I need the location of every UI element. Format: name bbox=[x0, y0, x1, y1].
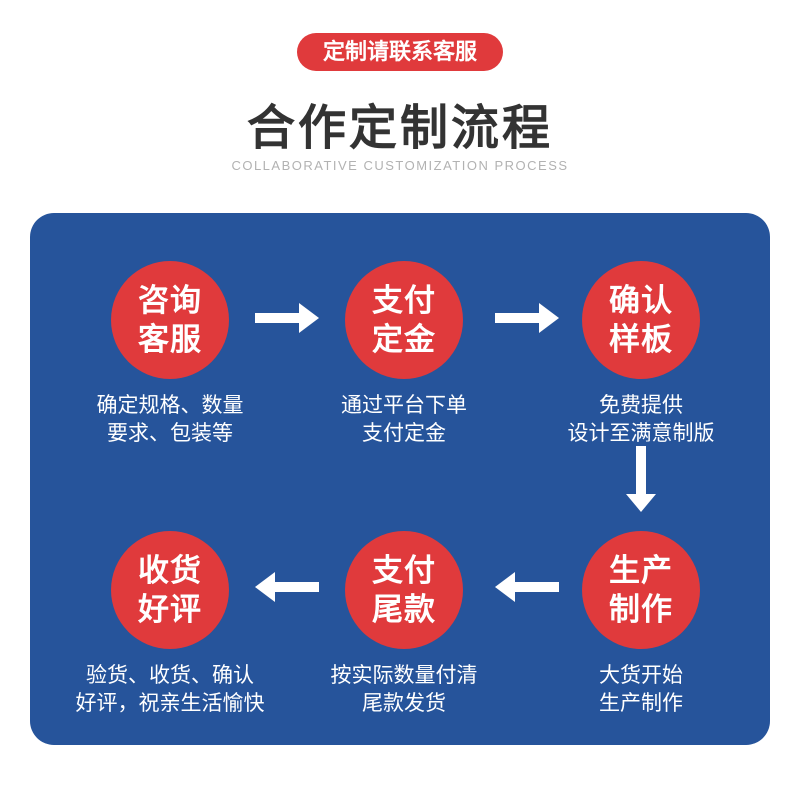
page-subtitle: COLLABORATIVE CUSTOMIZATION PROCESS bbox=[231, 158, 569, 173]
step-circle-label-line2: 客服 bbox=[138, 322, 202, 357]
arrow-head bbox=[255, 572, 275, 602]
step-consult-service: 咨询 客服 确定规格、数量 要求、包装等 bbox=[55, 261, 285, 448]
step-caption-line2: 生产制作 bbox=[599, 692, 683, 715]
step-circle: 咨询 客服 bbox=[111, 261, 229, 379]
step-caption-line1: 大货开始 bbox=[599, 664, 683, 687]
step-caption-line2: 支付定金 bbox=[362, 422, 446, 445]
step-circle-label-line1: 支付 bbox=[372, 553, 436, 588]
step-caption: 免费提供 设计至满意制版 bbox=[526, 392, 756, 448]
step-pay-balance: 支付 尾款 按实际数量付清 尾款发货 bbox=[289, 531, 519, 718]
step-caption-line2: 好评，祝亲生活愉快 bbox=[75, 692, 265, 715]
arrow-head bbox=[539, 303, 559, 333]
arrow-down-icon bbox=[626, 446, 656, 512]
step-pay-deposit: 支付 定金 通过平台下单 支付定金 bbox=[289, 261, 519, 448]
step-circle-label-line1: 确认 bbox=[609, 283, 673, 318]
step-circle-label-line1: 支付 bbox=[372, 283, 436, 318]
step-circle: 支付 定金 bbox=[345, 261, 463, 379]
arrow-shaft bbox=[513, 582, 559, 592]
step-caption: 按实际数量付清 尾款发货 bbox=[289, 662, 519, 718]
arrow-head bbox=[495, 572, 515, 602]
step-caption: 大货开始 生产制作 bbox=[526, 662, 756, 718]
step-circle-label-line2: 尾款 bbox=[372, 592, 436, 627]
step-circle: 支付 尾款 bbox=[345, 531, 463, 649]
process-panel: 咨询 客服 确定规格、数量 要求、包装等 支付 定金 通过平台下单 支付定金 确… bbox=[30, 213, 770, 745]
step-production: 生产 制作 大货开始 生产制作 bbox=[526, 531, 756, 718]
page-title: 合作定制流程 bbox=[246, 102, 553, 155]
step-caption-line1: 免费提供 bbox=[599, 394, 683, 417]
arrow-shaft bbox=[495, 313, 541, 323]
step-circle-label-line2: 定金 bbox=[372, 322, 436, 357]
step-caption-line1: 按实际数量付清 bbox=[330, 664, 478, 687]
step-caption-line2: 设计至满意制版 bbox=[567, 422, 715, 445]
step-circle-label-line2: 制作 bbox=[609, 592, 673, 627]
step-caption: 验货、收货、确认 好评，祝亲生活愉快 bbox=[55, 662, 285, 718]
step-caption-line2: 尾款发货 bbox=[362, 692, 446, 715]
step-receive-review: 收货 好评 验货、收货、确认 好评，祝亲生活愉快 bbox=[55, 531, 285, 718]
contact-service-badge: 定制请联系客服 bbox=[296, 33, 504, 71]
step-circle: 确认 样板 bbox=[582, 261, 700, 379]
step-circle-label-line2: 样板 bbox=[609, 322, 673, 357]
step-circle-label-line1: 收货 bbox=[138, 553, 202, 588]
step-caption: 通过平台下单 支付定金 bbox=[289, 392, 519, 448]
step-circle: 生产 制作 bbox=[582, 531, 700, 649]
step-circle-label-line2: 好评 bbox=[138, 592, 202, 627]
step-caption-line2: 要求、包装等 bbox=[107, 422, 233, 445]
arrow-shaft bbox=[273, 582, 319, 592]
arrow-right-icon bbox=[495, 303, 559, 333]
step-caption-line1: 确定规格、数量 bbox=[96, 394, 244, 417]
step-circle: 收货 好评 bbox=[111, 531, 229, 649]
step-caption-line1: 验货、收货、确认 bbox=[86, 664, 254, 687]
arrow-shaft bbox=[636, 446, 646, 494]
arrow-shaft bbox=[255, 313, 301, 323]
arrow-head bbox=[626, 494, 656, 512]
step-circle-label-line1: 生产 bbox=[609, 553, 673, 588]
step-confirm-sample: 确认 样板 免费提供 设计至满意制版 bbox=[526, 261, 756, 448]
arrow-right-icon bbox=[255, 303, 319, 333]
step-caption: 确定规格、数量 要求、包装等 bbox=[55, 392, 285, 448]
arrow-head bbox=[299, 303, 319, 333]
step-circle-label-line1: 咨询 bbox=[138, 283, 202, 318]
step-caption-line1: 通过平台下单 bbox=[341, 394, 467, 417]
arrow-left-icon bbox=[495, 572, 559, 602]
arrow-left-icon bbox=[255, 572, 319, 602]
